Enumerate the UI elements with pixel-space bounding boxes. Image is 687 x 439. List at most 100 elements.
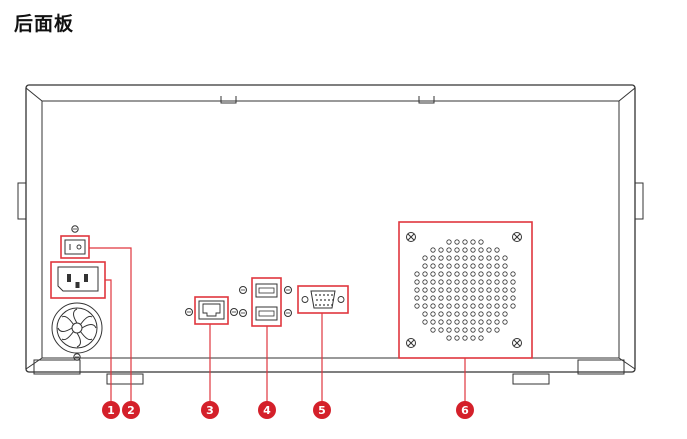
vent-hole	[462, 295, 468, 301]
vent-hole	[470, 255, 476, 261]
vga-pin	[320, 299, 322, 301]
vga-pin	[319, 304, 321, 306]
usb-ports	[239, 277, 292, 327]
vent-hole	[486, 247, 492, 253]
callout-3-number: 3	[206, 404, 214, 417]
vga-pin	[319, 294, 321, 296]
callout-1: 1	[102, 401, 120, 419]
vga-pin	[331, 294, 333, 296]
callout-6-number: 6	[461, 404, 469, 417]
vent-hole	[510, 303, 516, 309]
vent-hole	[430, 271, 436, 277]
vent-hole	[438, 311, 444, 317]
vent-hole	[438, 303, 444, 309]
vent-hole	[430, 287, 436, 293]
vent-hole	[470, 247, 476, 253]
vent-hole	[446, 271, 452, 277]
vent-hole	[478, 335, 484, 341]
vent-hole	[454, 271, 460, 277]
vent-hole	[478, 319, 484, 325]
callout-4: 4	[258, 401, 276, 419]
vent-hole	[478, 279, 484, 285]
vent-hole	[494, 255, 500, 261]
vent-hole	[430, 279, 436, 285]
vent-hole	[502, 287, 508, 293]
vent-hole	[462, 279, 468, 285]
vga-pin	[323, 304, 325, 306]
vent-hole	[478, 247, 484, 253]
vent-hole	[494, 271, 500, 277]
vent-hole	[438, 295, 444, 301]
vent-hole	[454, 247, 460, 253]
vent-hole	[430, 303, 436, 309]
vent-hole	[486, 271, 492, 277]
vent-hole	[462, 319, 468, 325]
vent-hole	[494, 279, 500, 285]
vent-hole	[502, 319, 508, 325]
leader-lines	[89, 247, 466, 402]
callout-3: 3	[201, 401, 219, 419]
vga-pin	[323, 294, 325, 296]
vent-hole	[454, 263, 460, 269]
vent-hole	[430, 255, 436, 261]
vent-hole	[422, 303, 428, 309]
vent-hole	[510, 279, 516, 285]
vent-hole	[470, 327, 476, 333]
vent-hole	[470, 239, 476, 245]
vent-hole	[478, 303, 484, 309]
chassis	[17, 84, 644, 385]
vent-hole	[422, 311, 428, 317]
vent-hole	[486, 303, 492, 309]
vent-hole	[446, 247, 452, 253]
vent-hole	[438, 271, 444, 277]
vent-hole	[470, 303, 476, 309]
vent-hole	[422, 295, 428, 301]
callouts: 1 2 3 4 5 6	[102, 401, 474, 419]
vent-hole	[438, 327, 444, 333]
power-switch	[60, 225, 90, 259]
vent-hole	[446, 311, 452, 317]
vent-hole	[454, 255, 460, 261]
vent-hole	[430, 319, 436, 325]
vent-hole	[446, 335, 452, 341]
vent-hole	[478, 271, 484, 277]
vent-hole	[502, 263, 508, 269]
vent-hole	[462, 287, 468, 293]
vent-hole	[454, 311, 460, 317]
callout-2: 2	[122, 401, 140, 419]
vent-hole	[446, 295, 452, 301]
vent-hole	[478, 239, 484, 245]
vent-hole	[470, 271, 476, 277]
vent-hole	[470, 263, 476, 269]
vent-hole	[494, 295, 500, 301]
vent-hole	[430, 327, 436, 333]
vent-hole	[462, 271, 468, 277]
vent-hole	[470, 295, 476, 301]
vent-hole	[470, 279, 476, 285]
vent-hole	[478, 263, 484, 269]
vga-pin	[328, 299, 330, 301]
vent-hole	[422, 263, 428, 269]
vent-hole	[462, 327, 468, 333]
vent-hole	[422, 279, 428, 285]
fan-vent	[398, 221, 533, 359]
vent-hole	[438, 247, 444, 253]
vent-hole	[446, 327, 452, 333]
vent-hole	[486, 279, 492, 285]
vent-hole	[510, 287, 516, 293]
vent-hole	[422, 271, 428, 277]
ethernet-port	[185, 296, 238, 325]
vent-hole	[486, 319, 492, 325]
vga-pin	[315, 304, 317, 306]
callout-2-number: 2	[127, 404, 135, 417]
vent-hole	[502, 295, 508, 301]
vent-hole	[438, 287, 444, 293]
vga-pin	[315, 294, 317, 296]
vent-hole	[470, 311, 476, 317]
vga-pin	[327, 304, 329, 306]
vent-hole	[470, 335, 476, 341]
vent-hole	[486, 287, 492, 293]
vent-hole	[486, 255, 492, 261]
vent-hole	[510, 295, 516, 301]
vent-hole	[454, 295, 460, 301]
